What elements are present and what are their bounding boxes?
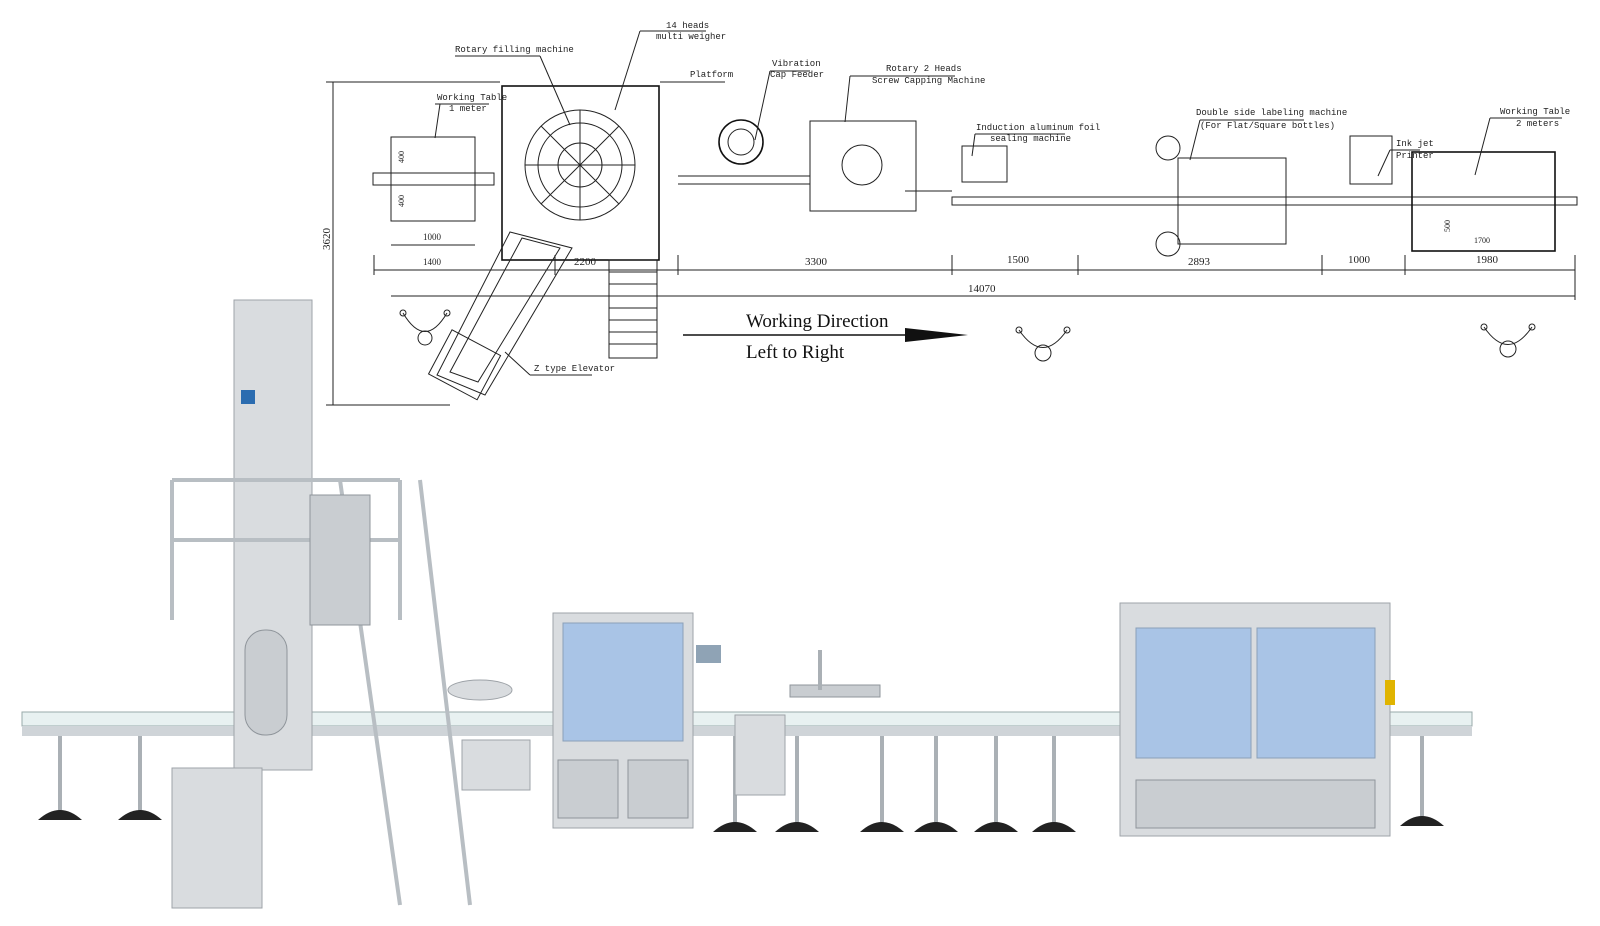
label-sealing-1: Induction aluminum foil (976, 123, 1100, 133)
labeling-machine (1177, 157, 1287, 245)
working-table-2 (1411, 151, 1556, 252)
label-cap-feeder-2: Cap Feeder (770, 70, 824, 80)
direction-subtitle: Left to Right (746, 342, 845, 363)
dim-table-len: 1000 (423, 232, 442, 242)
dim-seg-6: 1000 (1348, 254, 1371, 266)
dim-seg-5: 2893 (1188, 256, 1211, 268)
platform-stairs (608, 259, 658, 359)
dim-seg-7: 1980 (1476, 254, 1499, 266)
direction-title: Working Direction (746, 311, 889, 332)
dim-table2-len: 1700 (1474, 236, 1490, 245)
label-elevator: Z type Elevator (534, 364, 615, 374)
dim-seg-2: 2200 (574, 256, 597, 268)
dim-seg-3: 3300 (805, 256, 828, 268)
label-capping-1: Rotary 2 Heads (886, 64, 962, 74)
label-table1-2: 1 meter (449, 104, 487, 114)
label-inkjet-2: Printer (1396, 151, 1434, 161)
operator-icon (1015, 326, 1071, 362)
operator-icon (399, 309, 451, 346)
label-inkjet-1: Ink jet (1396, 139, 1434, 149)
photo-hopper (171, 767, 263, 909)
foil-sealing-machine (961, 145, 1008, 183)
dim-height: 3620 (321, 228, 333, 251)
dim-table2-w: 500 (1443, 220, 1452, 232)
label-table1-1: Working Table (437, 93, 507, 103)
machine-photo (21, 299, 1473, 909)
dim-table-w1: 400 (397, 151, 406, 163)
dim-seg-1: 1400 (423, 257, 442, 267)
photo-cap-feeder (447, 679, 513, 701)
photo-sealing-machine (734, 714, 786, 796)
label-capping-2: Screw Capping Machine (872, 76, 985, 86)
working-table-1 (390, 136, 476, 222)
label-table2-1: Working Table (1500, 107, 1570, 117)
photo-multi-weigher (309, 494, 371, 626)
dim-table-w2: 400 (397, 195, 406, 207)
arrow-head-icon (905, 328, 968, 342)
label-table2-2: 2 meters (1516, 119, 1559, 129)
label-cap-feeder-1: Vibration (772, 59, 821, 69)
label-sealing-2: sealing machine (990, 134, 1071, 144)
z-type-elevator (436, 231, 573, 396)
label-weigher-1: 14 heads (666, 21, 709, 31)
conveyor-belt (951, 196, 1578, 206)
label-labeling-2: (For Flat/Square bottles) (1200, 121, 1335, 131)
label-platform: Platform (690, 70, 733, 80)
screw-capping-machine (809, 120, 917, 212)
dim-seg-4: 1500 (1007, 254, 1030, 266)
label-weigher-2: multi weigher (656, 32, 726, 42)
label-rotary-filling: Rotary filling machine (455, 45, 574, 55)
operator-icon (1480, 323, 1536, 358)
label-labeling-1: Double side labeling machine (1196, 108, 1347, 118)
platform (501, 85, 660, 261)
vibration-cap-feeder (718, 119, 764, 165)
layout-drawing: 3620 400 400 1000 (321, 21, 1578, 406)
dim-total: 14070 (968, 283, 996, 295)
ink-jet-printer (1349, 135, 1393, 185)
